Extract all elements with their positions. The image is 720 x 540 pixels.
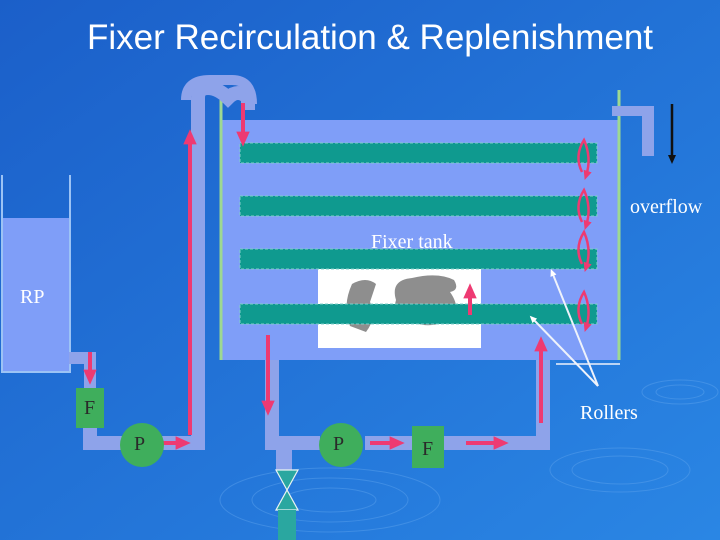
roller-rotation-arrows [577,137,592,332]
replenisher-tank-wall [1,175,71,373]
drain-stem [276,450,292,470]
roller [239,142,598,164]
roller [239,248,598,270]
rotation-arrow [577,187,592,230]
filter-right [412,426,444,468]
drain-pipe [265,360,320,450]
supply-pipe [150,80,255,450]
drain-valve [274,469,300,540]
pump-left-label: P [134,433,146,455]
pump-left [120,423,164,467]
pump-right [319,423,363,467]
filter-right-label: F [422,438,434,460]
roller [239,303,598,325]
rotation-arrow [577,229,592,272]
tank-label: Fixer tank [371,231,453,253]
rotation-arrow [577,289,592,332]
replenisher-label: RP [20,286,45,308]
supply-pipe-cap [181,75,257,105]
filter-left-label: F [84,397,96,419]
overflow-pipe [612,106,654,116]
rotation-arrow [577,137,592,180]
roller [239,195,598,217]
rollers-label: Rollers [580,402,638,424]
page-title: Fixer Recirculation & Replenishment [86,18,654,57]
overflow-label: overflow [630,196,703,218]
filter-left [76,388,104,428]
overflow-pipe-drop [642,106,654,156]
pump-right-label: P [333,433,345,455]
rollers-pointer-arrows [529,269,620,387]
replenisher-tank-fluid [3,218,69,371]
rollers [239,142,598,325]
